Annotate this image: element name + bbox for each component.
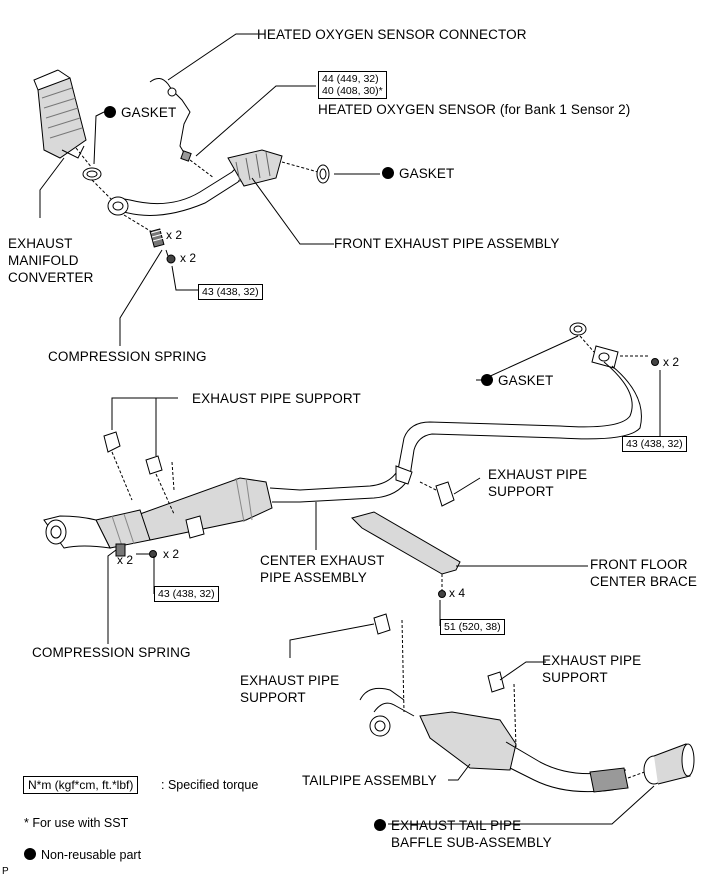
gasket-ring-top-right [316,164,330,184]
bolt-rear-flange [651,358,659,366]
label-exhaust-tail-pipe-baffle: EXHAUST TAIL PIPE BAFFLE SUB-ASSEMBLY [374,817,552,851]
bolt-brace [438,590,446,598]
leader-lines [39,33,661,825]
label-exhaust-manifold-converter: EXHAUST MANIFOLD CONVERTER [8,236,94,285]
exhaust-tail-pipe-baffle-part [643,743,695,785]
multiplier-spring-bottom: x 2 [117,553,134,567]
label-exhaust-pipe-support-bottom-left: EXHAUST PIPE SUPPORT [240,673,340,705]
multiplier-bolt-top: x 2 [180,251,197,265]
exhaust-pipe-support-mid [145,455,163,475]
label-front-floor-center-brace: FRONT FLOOR CENTER BRACE [590,557,697,589]
multiplier-spring-top: x 2 [166,228,183,242]
non-reusable-dot-icon [104,106,116,118]
label-gasket-top-right: GASKET [382,165,454,182]
exhaust-manifold-converter-part [33,69,87,159]
label-compression-spring-bottom: COMPRESSION SPRING [32,645,191,660]
exhaust-pipe-support-right [435,481,455,507]
non-reusable-dot-icon [374,819,386,831]
exhaust-pipe-support-left [103,431,121,453]
label-exhaust-pipe-support-bottom-right: EXHAUST PIPE SUPPORT [542,653,642,685]
torque-sensor-line1: 44 (449, 32) [322,73,379,85]
legend-non-reusable: Non-reusable part [24,848,141,862]
label-front-exhaust-pipe-assembly: FRONT EXHAUST PIPE ASSEMBLY [334,236,560,251]
multiplier-brace: x 4 [449,586,466,600]
bolt-bottom-left [149,550,157,558]
label-heated-oxygen-sensor-connector: HEATED OXYGEN SENSOR CONNECTOR [257,27,527,42]
multiplier-rear-flange: x 2 [663,355,680,369]
label-exhaust-pipe-support-right: EXHAUST PIPE SUPPORT [488,467,588,499]
front-floor-center-brace-part [351,511,461,575]
legend-torque-unit-text: : Specified torque [161,778,259,792]
non-reusable-dot-icon [24,848,36,860]
torque-box-rear-flange: 43 (438, 32) [622,436,687,452]
bolt-top-left [166,254,176,264]
gasket-ring-top-left [82,167,102,181]
front-exhaust-pipe-part [107,149,283,216]
multiplier-bolt-bottom: x 2 [163,547,180,561]
label-gasket-top-left: GASKET [104,104,176,121]
gasket-ring-mid [569,322,587,336]
corner-mark: P [2,866,9,877]
label-compression-spring-top: COMPRESSION SPRING [48,349,207,364]
label-center-exhaust-pipe-assembly: CENTER EXHAUST PIPE ASSEMBLY [260,553,385,585]
torque-sensor-line2: 40 (408, 30)* [322,85,383,97]
label-tailpipe-assembly: TAILPIPE ASSEMBLY [302,773,437,788]
torque-box-center-bolt: 43 (438, 32) [154,586,219,602]
legend-sst-note: * For use with SST [24,816,129,830]
non-reusable-dot-icon [382,167,394,179]
center-pipe-flange-part [397,345,642,477]
heated-oxygen-sensor-part [149,78,215,179]
exhaust-pipe-support-bottom-left [373,613,391,635]
label-gasket-mid: GASKET [481,372,553,389]
non-reusable-dot-icon [481,374,493,386]
legend-torque-unit-box: N*m (kgf*cm, ft.*lbf) [23,776,139,794]
compression-spring-top-part [149,228,165,248]
exhaust-pipe-support-bottom-right [487,671,505,693]
torque-box-front-bolt: 43 (438, 32) [198,284,263,300]
label-exhaust-pipe-support-top: EXHAUST PIPE SUPPORT [192,391,361,406]
torque-box-sensor: 44 (449, 32) 40 (408, 30)* [318,71,387,99]
label-heated-oxygen-sensor: HEATED OXYGEN SENSOR (for Bank 1 Sensor … [318,102,631,117]
center-exhaust-pipe-part [43,465,413,549]
tailpipe-assembly-part [359,687,629,793]
torque-box-brace-bolt: 51 (520, 38) [440,619,505,635]
